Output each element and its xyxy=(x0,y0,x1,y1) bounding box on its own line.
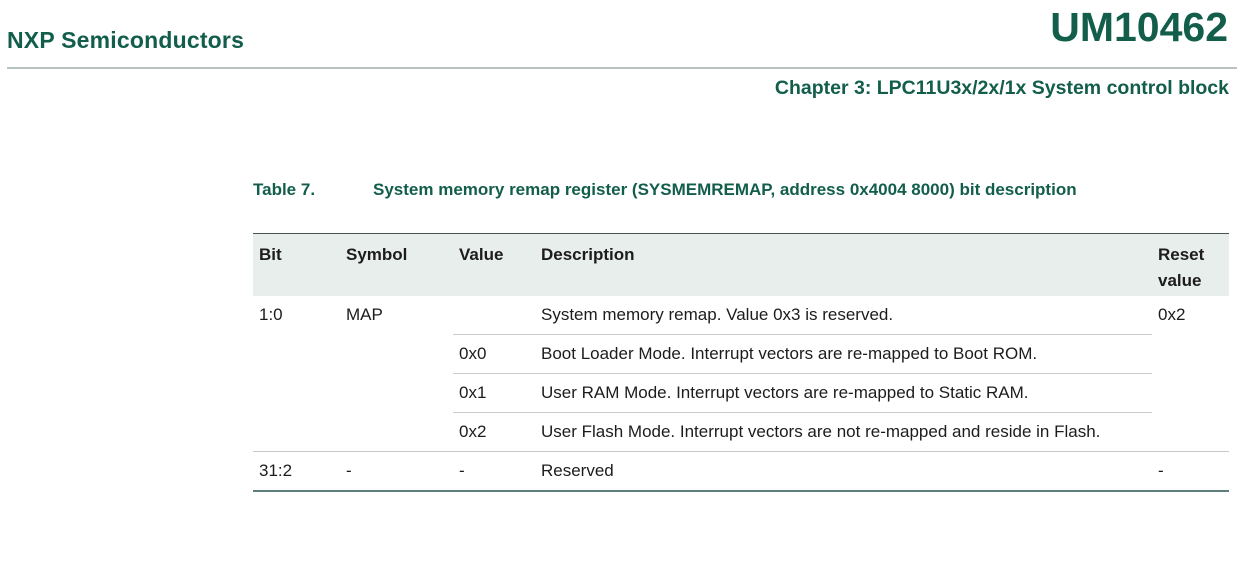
cell-bit: 31:2 xyxy=(253,451,340,492)
table-header-row: Bit Symbol Value Description Reset value xyxy=(253,233,1229,296)
cell-reset-value xyxy=(1152,335,1229,374)
column-header-bit: Bit xyxy=(253,233,340,296)
table-caption-label: Table 7. xyxy=(253,180,316,199)
column-header-value: Value xyxy=(453,233,535,296)
cell-description: Reserved xyxy=(535,451,1152,492)
cell-reset-value: 0x2 xyxy=(1158,305,1186,324)
masthead-divider xyxy=(7,67,1237,69)
cell-bit: 1:0 xyxy=(259,305,283,324)
cell-bit xyxy=(253,374,340,413)
cell-reset-value xyxy=(1152,413,1229,452)
cell-symbol: - xyxy=(340,451,453,492)
cell-symbol xyxy=(340,413,453,452)
table-row: 31:2 - - Reserved - xyxy=(253,451,1229,492)
column-header-reset-value: Reset value xyxy=(1152,233,1229,296)
column-header-symbol: Symbol xyxy=(340,233,453,296)
document-id: UM10462 xyxy=(1050,4,1228,50)
cell-reset-value: - xyxy=(1152,451,1229,492)
chapter-title: Chapter 3: LPC11U3x/2x/1x System control… xyxy=(774,77,1229,99)
cell-description: System memory remap. Value 0x3 is reserv… xyxy=(541,305,894,324)
register-bit-description-table: Bit Symbol Value Description Reset value… xyxy=(253,233,1229,492)
cell-value: 0x0 xyxy=(453,334,535,374)
cell-description: User RAM Mode. Interrupt vectors are re-… xyxy=(535,373,1152,413)
table-row: 0x2 User Flash Mode. Interrupt vectors a… xyxy=(253,412,1229,452)
table-caption-text: System memory remap register (SYSMEMREMA… xyxy=(373,180,1077,199)
table-caption: Table 7. System memory remap register (S… xyxy=(253,176,1230,203)
column-header-description: Description xyxy=(535,233,1152,296)
cell-reset-value xyxy=(1152,374,1229,413)
cell-description: User Flash Mode. Interrupt vectors are n… xyxy=(535,412,1152,452)
cell-symbol xyxy=(340,374,453,413)
table-row: 1:0 MAP System memory remap. Value 0x3 i… xyxy=(253,296,1229,335)
table-row: 0x1 User RAM Mode. Interrupt vectors are… xyxy=(253,373,1229,413)
cell-value: 0x2 xyxy=(453,412,535,452)
cell-value xyxy=(453,296,535,335)
table-row: 0x0 Boot Loader Mode. Interrupt vectors … xyxy=(253,334,1229,374)
cell-value: - xyxy=(453,451,535,492)
cell-value: 0x1 xyxy=(453,373,535,413)
cell-bit xyxy=(253,413,340,452)
cell-bit xyxy=(253,335,340,374)
cell-symbol xyxy=(340,335,453,374)
cell-symbol: MAP xyxy=(346,305,383,324)
publisher-name: NXP Semiconductors xyxy=(7,27,245,53)
cell-description: Boot Loader Mode. Interrupt vectors are … xyxy=(535,334,1152,374)
